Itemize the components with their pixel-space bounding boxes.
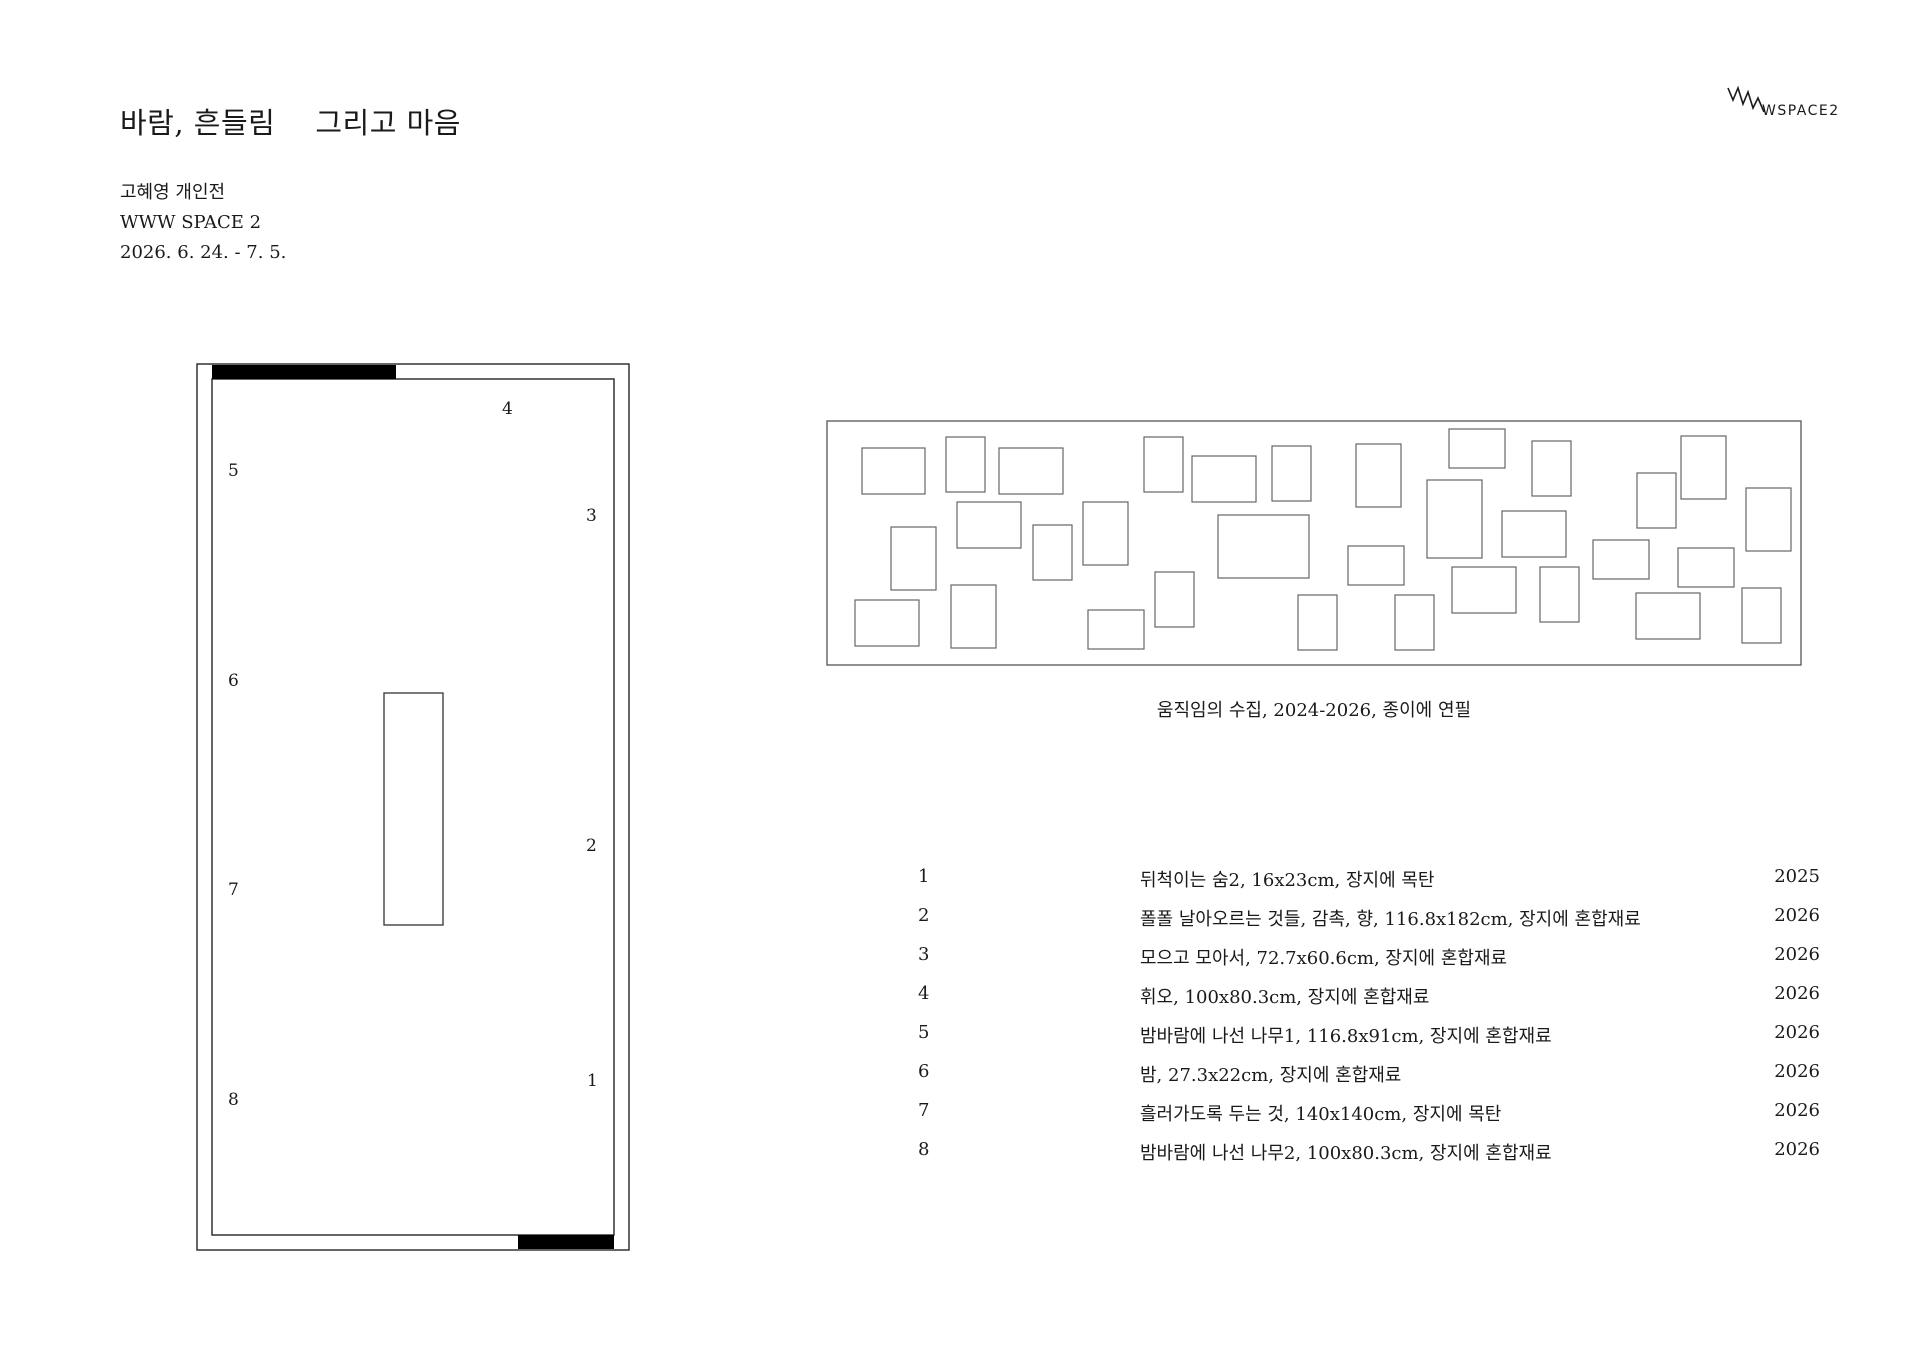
- title-part-1: 바람, 흔들림: [120, 106, 276, 140]
- outer-wall: [196, 363, 630, 1251]
- drawing-frame: [1745, 487, 1792, 552]
- drawing-frame: [1426, 479, 1483, 559]
- wall-outline: [826, 420, 1802, 666]
- work-description: 뒤척이는 숨2, 16x23cm, 장지에 목탄: [1140, 870, 1435, 891]
- work-description: 휘오, 100x80.3cm, 장지에 혼합재료: [1140, 987, 1430, 1008]
- work-description: 모으고 모아서, 72.7x60.6cm, 장지에 혼합재료: [1140, 948, 1508, 969]
- wall-elevation-drawing: [826, 420, 1802, 666]
- drawing-frame: [1082, 501, 1129, 566]
- work-description: 밤바람에 나선 나무1, 116.8x91cm, 장지에 혼합재료: [1140, 1026, 1552, 1047]
- work-year: 2025: [1774, 866, 1820, 887]
- list-item: 8 밤바람에 나선 나무2, 100x80.3cm, 장지에 혼합재료 2026: [910, 1139, 1820, 1178]
- list-item: 7 흘러가도록 두는 것, 140x140cm, 장지에 목탄 2026: [910, 1100, 1820, 1139]
- drawing-frame: [1448, 428, 1506, 469]
- drawing-frame: [998, 447, 1064, 495]
- drawing-frame: [1217, 514, 1310, 579]
- work-year: 2026: [1774, 983, 1820, 1004]
- list-item: 3 모으고 모아서, 72.7x60.6cm, 장지에 혼합재료 2026: [910, 944, 1820, 983]
- drawing-frame: [956, 501, 1022, 549]
- floor-plan: 4 5 3 6 2 7 1 8: [196, 363, 632, 1251]
- www-wave-logo-icon: [1727, 85, 1765, 113]
- exhibition-dates: 2026. 6. 24. - 7. 5.: [120, 242, 287, 263]
- work-year: 2026: [1774, 1139, 1820, 1160]
- work-description: 밤, 27.3x22cm, 장지에 혼합재료: [1140, 1065, 1402, 1086]
- drawing-frame: [1636, 472, 1677, 529]
- plan-label-2: 2: [586, 836, 597, 856]
- plan-label-7: 7: [228, 880, 239, 900]
- drawing-frame: [1347, 545, 1405, 586]
- work-year: 2026: [1774, 1022, 1820, 1043]
- drawing-frame: [1680, 435, 1727, 500]
- exhibition-title: 바람, 흔들림 그리고 마음: [120, 100, 461, 142]
- entrance-top: [212, 365, 396, 379]
- drawing-frame: [945, 436, 986, 493]
- drawing-frame: [1087, 609, 1145, 650]
- list-item: 6 밤, 27.3x22cm, 장지에 혼합재료 2026: [910, 1061, 1820, 1100]
- work-description: 밤바람에 나선 나무2, 100x80.3cm, 장지에 혼합재료: [1140, 1143, 1552, 1164]
- drawing-frame: [1451, 566, 1517, 614]
- plan-label-5: 5: [228, 461, 239, 481]
- wall-elevation: [826, 420, 1802, 666]
- drawing-frame: [1592, 539, 1650, 580]
- drawing-frame: [1539, 566, 1580, 623]
- drawing-frame: [854, 599, 920, 647]
- drawing-frame: [1032, 524, 1073, 581]
- list-item: 4 휘오, 100x80.3cm, 장지에 혼합재료 2026: [910, 983, 1820, 1022]
- drawing-frame: [1271, 445, 1312, 502]
- drawing-frame: [1741, 587, 1782, 644]
- exhibition-venue: WWW SPACE 2: [120, 212, 262, 233]
- work-year: 2026: [1774, 1061, 1820, 1082]
- list-item: 2 폴폴 날아오르는 것들, 감촉, 향, 116.8x182cm, 장지에 혼…: [910, 905, 1820, 944]
- work-number: 8: [918, 1139, 930, 1160]
- plan-label-6: 6: [228, 671, 239, 691]
- wall-work-caption: 움직임의 수집, 2024-2026, 종이에 연필: [1156, 700, 1472, 721]
- work-year: 2026: [1774, 944, 1820, 965]
- drawing-frame: [1394, 594, 1435, 651]
- drawing-frame: [1143, 436, 1184, 493]
- work-number: 5: [918, 1022, 930, 1043]
- drawing-frame: [1677, 547, 1735, 588]
- list-item: 1 뒤척이는 숨2, 16x23cm, 장지에 목탄 2025: [910, 866, 1820, 905]
- drawing-frame: [890, 526, 937, 591]
- drawing-frame: [1501, 510, 1567, 558]
- work-year: 2026: [1774, 905, 1820, 926]
- drawing-frame: [861, 447, 926, 495]
- work-description: 폴폴 날아오르는 것들, 감촉, 향, 116.8x182cm, 장지에 혼합재…: [1140, 909, 1641, 930]
- work-description: 흘러가도록 두는 것, 140x140cm, 장지에 목탄: [1140, 1104, 1502, 1125]
- work-number: 1: [918, 866, 930, 887]
- title-part-2: 그리고 마음: [315, 106, 461, 140]
- plan-label-8: 8: [228, 1090, 239, 1110]
- drawing-frame: [1531, 440, 1572, 497]
- exhibition-subtitle: 고혜영 개인전: [120, 182, 226, 203]
- plan-label-4: 4: [502, 399, 513, 419]
- work-year: 2026: [1774, 1100, 1820, 1121]
- plan-label-3: 3: [586, 506, 597, 526]
- inner-wall: [211, 378, 615, 1236]
- logo-text: WSPACE2: [1762, 103, 1840, 119]
- exhibition-info: 고혜영 개인전 WWW SPACE 2 2026. 6. 24. - 7. 5.: [120, 178, 286, 268]
- plan-label-1: 1: [587, 1071, 598, 1091]
- work-number: 7: [918, 1100, 930, 1121]
- list-item: 5 밤바람에 나선 나무1, 116.8x91cm, 장지에 혼합재료 2026: [910, 1022, 1820, 1061]
- drawing-frame: [950, 584, 997, 649]
- drawing-frame: [1355, 443, 1402, 508]
- drawing-frame: [1191, 455, 1257, 503]
- work-number: 6: [918, 1061, 930, 1082]
- drawing-frame: [1635, 592, 1701, 640]
- work-number: 2: [918, 905, 930, 926]
- drawing-frame: [1297, 594, 1338, 651]
- work-number: 3: [918, 944, 930, 965]
- center-plinth: [383, 692, 444, 926]
- works-list: 1 뒤척이는 숨2, 16x23cm, 장지에 목탄 2025 2 폴폴 날아오…: [910, 866, 1820, 1178]
- work-number: 4: [918, 983, 930, 1004]
- entrance-bottom: [518, 1235, 614, 1249]
- floor-plan-drawing: [196, 363, 630, 1251]
- drawing-frame: [1154, 571, 1195, 628]
